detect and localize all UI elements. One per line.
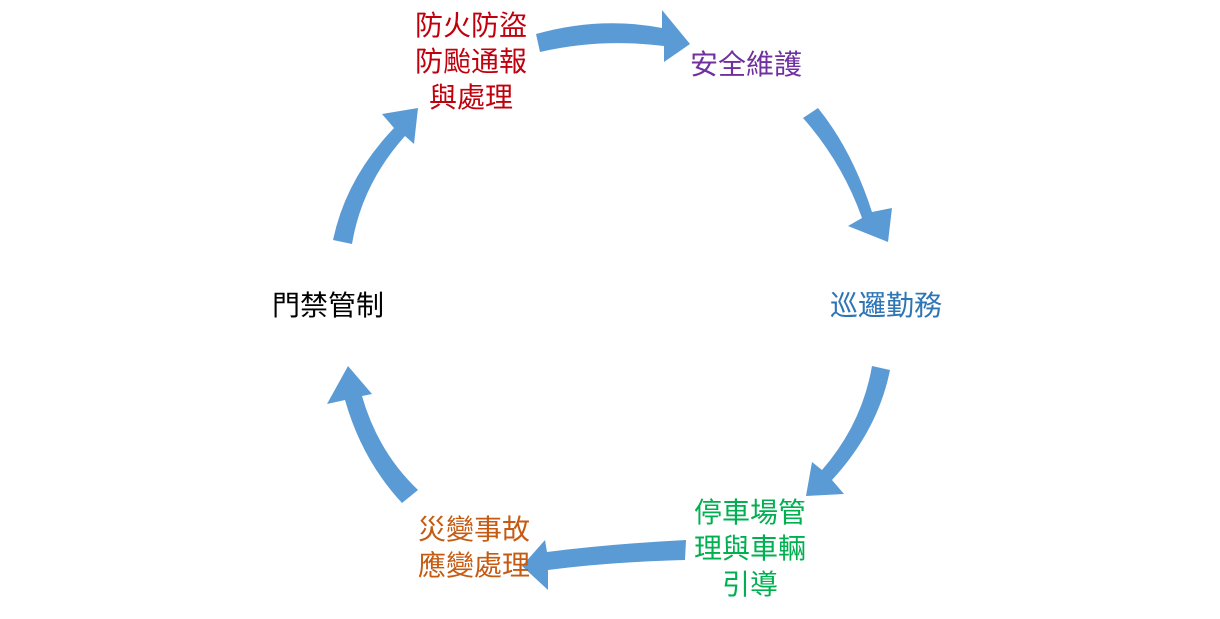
node-parking-line-3: 引導 [721,568,778,601]
arrow-fire-to-security [536,10,690,62]
node-fire-theft-prevention: 防火防盜 防颱通報 與處理 [410,8,532,116]
node-fire-theft-line-2: 防颱通報 [414,45,527,78]
node-fire-theft-line-1: 防火防盜 [414,9,527,42]
node-parking-line-1: 停車場管 [693,496,806,529]
node-patrol-duty: 巡邏勤務 [830,288,942,324]
arrow-disaster-to-access [327,366,418,503]
node-patrol-line-1: 巡邏勤務 [830,289,943,322]
node-security-line-1: 安全維護 [690,48,803,81]
arrow-security-to-patrol [803,108,892,242]
arrow-access-to-fire [333,108,418,244]
node-security-maintenance: 安全維護 [690,47,802,83]
node-fire-theft-line-3: 與處理 [428,81,513,114]
node-access-line-1: 門禁管制 [272,289,385,322]
arrow-parking-to-disaster [522,540,686,590]
node-disaster-line-1: 災變事故 [417,513,530,546]
node-disaster-response: 災變事故 應變處理 [412,512,536,584]
node-parking-management: 停車場管 理與車輛 引導 [688,495,812,603]
node-disaster-line-2: 應變處理 [417,549,530,582]
node-parking-line-2: 理與車輛 [693,532,806,565]
arrow-patrol-to-parking [806,366,890,496]
node-access-control: 門禁管制 [272,288,384,324]
